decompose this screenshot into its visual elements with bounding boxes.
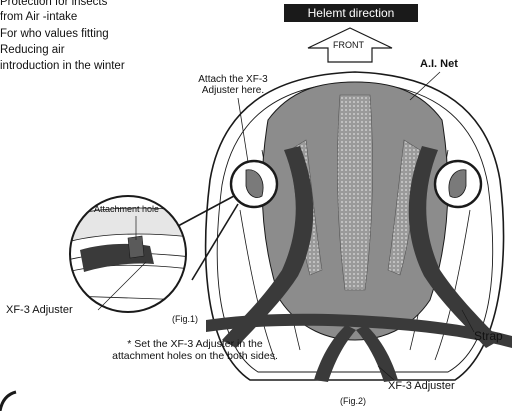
adjuster-circle-right (435, 161, 481, 207)
intro-line: Reducing air (0, 44, 65, 57)
adjuster-circle-left (231, 161, 277, 207)
strap-label: Strap (474, 330, 503, 344)
intro-line: from Air -intake (0, 11, 77, 24)
intro-line: For who values fitting (0, 28, 109, 41)
xf3-adjuster-bottom-label: XF-3 Adjuster (388, 380, 455, 393)
fig1-label: (Fig.1) (172, 314, 198, 324)
intro-line: Protection for insects (0, 0, 107, 9)
attach-callout-line: Adjuster here. (178, 85, 288, 97)
direction-banner: Helemt direction (284, 4, 418, 22)
xf3-adjuster-left-label: XF-3 Adjuster (6, 304, 73, 317)
attach-callout-line: Attach the XF-3 (178, 74, 288, 86)
intro-line: introduction in the winter (0, 60, 125, 73)
fig2-label: (Fig.2) (340, 396, 366, 406)
note-line: attachment holes on the both sides. (70, 350, 320, 362)
attachment-hole-label: Attachment hole (94, 204, 159, 214)
front-label: FRONT (333, 40, 364, 50)
ai-net-label: A.I. Net (420, 58, 458, 71)
note-line: * Set the XF-3 Adjuster in the (70, 338, 320, 350)
